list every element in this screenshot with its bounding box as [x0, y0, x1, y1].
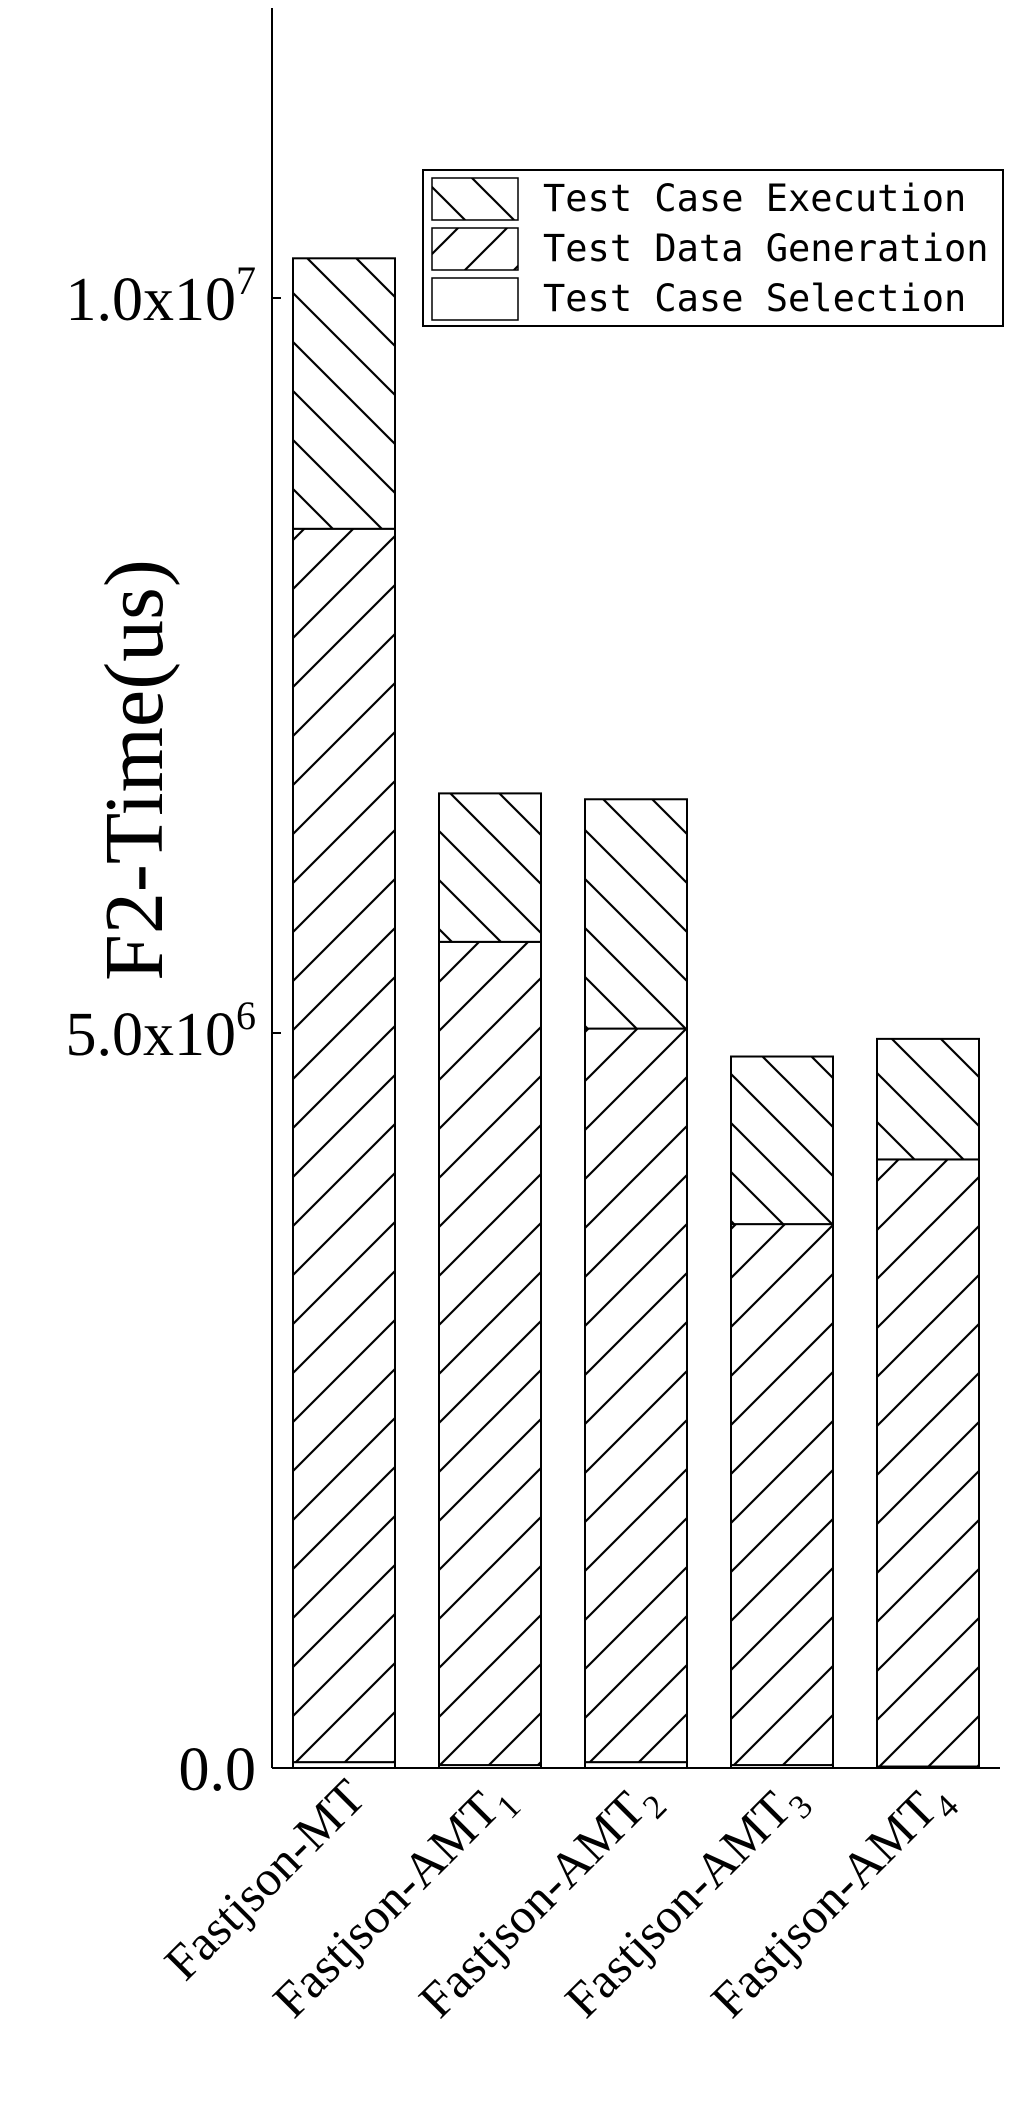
bar-test-data-generation: [438, 940, 542, 1767]
legend-swatch: [431, 177, 519, 221]
bar-test-case-execution: [730, 1055, 834, 1226]
bar-test-data-generation: [292, 527, 396, 1764]
bar-test-case-execution: [292, 257, 396, 530]
bar-test-case-execution: [876, 1037, 980, 1161]
bar-test-data-generation: [730, 1223, 834, 1767]
legend-label: Test Data Generation: [543, 227, 989, 270]
legend-swatch: [431, 277, 519, 321]
legend-label: Test Case Selection: [543, 277, 966, 320]
bar-test-data-generation: [584, 1027, 688, 1764]
y-axis-title: F2-Time(us): [88, 559, 181, 981]
y-tick-label: 0.0: [179, 1736, 257, 1804]
y-tick-label: 5.0x106: [66, 993, 257, 1069]
bar-test-data-generation: [876, 1158, 980, 1768]
bar-test-case-execution: [584, 798, 688, 1030]
y-tick-label: 1.0x107: [66, 258, 257, 334]
legend-box: [422, 169, 1004, 327]
bars: [292, 257, 980, 1770]
legend-label: Test Case Execution: [543, 177, 966, 220]
legend-swatch: [431, 227, 519, 271]
bar-test-case-execution: [438, 792, 542, 943]
